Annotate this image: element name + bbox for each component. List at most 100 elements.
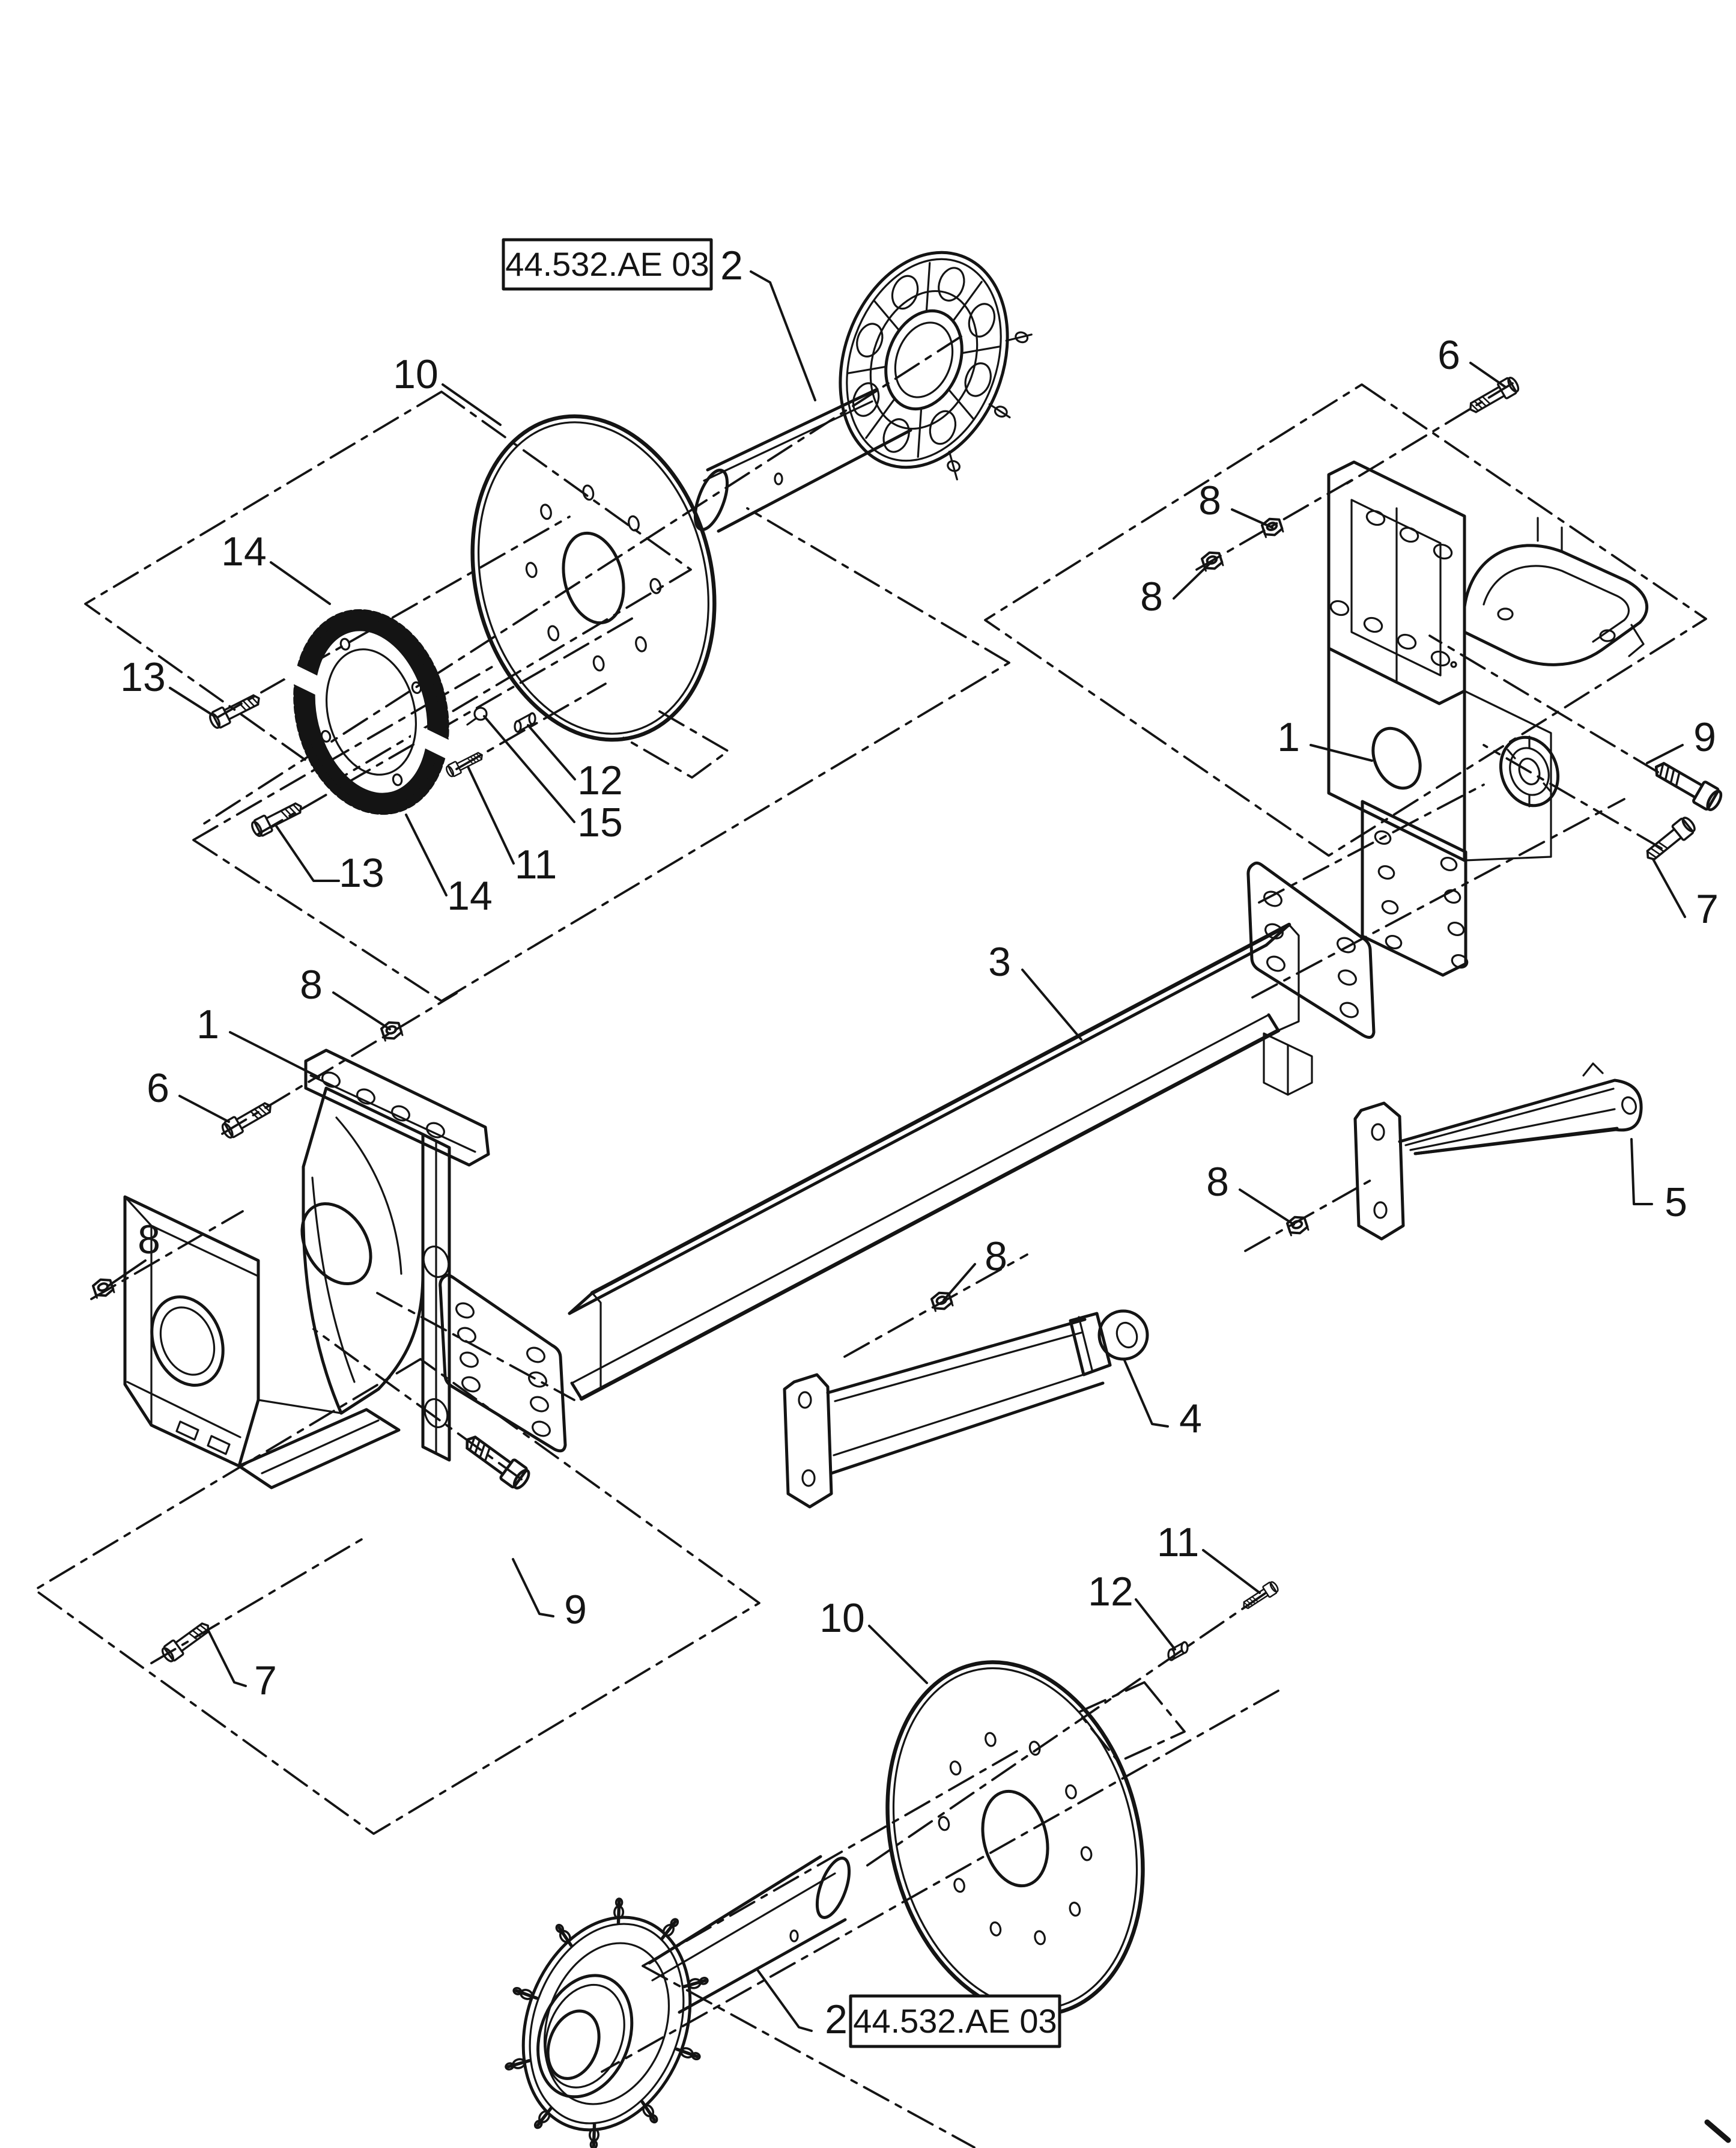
callout-14-8: 14 [405, 814, 493, 919]
callout-5-17: 5 [1630, 1138, 1687, 1225]
callout-leader [106, 1259, 147, 1288]
callout-number: 15 [577, 800, 623, 845]
callout-number: 8 [1206, 1159, 1229, 1205]
ref-box-bottom: 44.532.AE 03 [849, 1994, 1061, 2048]
callout-9-25: 9 [512, 1558, 587, 1632]
callout-8-20: 8 [300, 962, 391, 1030]
callout-number: 14 [447, 873, 493, 919]
callout-leader [942, 1263, 976, 1301]
bolt-7-right [1640, 814, 1699, 866]
bracket-right-bore [1499, 735, 1560, 808]
callout-4-19: 4 [1123, 1359, 1202, 1441]
hub-studs-top [947, 331, 1033, 481]
spindle-hub-assembly-bottom [472, 1855, 851, 2148]
callout-1-21: 1 [196, 1002, 320, 1079]
callout-number: 2 [720, 243, 743, 288]
ref-box-bottom-label: 44.532.AE 03 [853, 2002, 1057, 2040]
callout-leader [169, 687, 216, 717]
callout-leader [274, 823, 340, 882]
ref-box-top: 44.532.AE 03 [502, 238, 713, 291]
callout-leader [405, 814, 448, 896]
callout-number: 9 [1693, 714, 1716, 760]
callout-12-4: 12 [527, 724, 623, 803]
callout-number: 13 [339, 850, 384, 896]
callout-leader [1123, 1359, 1169, 1428]
pin-12-top [514, 712, 536, 733]
callout-number: 2 [825, 1997, 848, 2042]
callout-number: 11 [1157, 1520, 1200, 1565]
callout-number: 8 [1140, 574, 1163, 619]
callout-number: 8 [300, 962, 323, 1008]
callout-1-12: 1 [1277, 714, 1373, 762]
callout-6-9: 6 [1437, 332, 1507, 388]
callout-leader [1231, 508, 1273, 529]
callout-number: 13 [120, 654, 166, 700]
callout-13-3: 13 [120, 654, 216, 717]
bolt-6-left [219, 1097, 276, 1141]
callout-8-11: 8 [1140, 560, 1213, 619]
callout-leader [750, 270, 816, 401]
callout-number: 8 [138, 1217, 160, 1262]
callout-leader [1202, 1549, 1261, 1594]
callout-leader [270, 561, 331, 605]
callout-8-23: 8 [106, 1217, 160, 1288]
callout-leader [1652, 858, 1686, 918]
callout-6-22: 6 [147, 1065, 230, 1123]
callout-15-5: 15 [483, 715, 623, 845]
callout-leader [332, 991, 391, 1030]
callout-number: 10 [819, 1595, 865, 1641]
brace-front [783, 1309, 1149, 1509]
callout-leader [442, 383, 502, 426]
callout-2-29: 2 [757, 1970, 848, 2042]
callout-leader [1310, 744, 1373, 762]
callout-8-10: 8 [1198, 478, 1273, 529]
callout-leader [512, 1558, 554, 1617]
axle-beam [439, 861, 1376, 1453]
callout-number: 4 [1179, 1396, 1202, 1441]
ref-box-top-label: 44.532.AE 03 [505, 245, 709, 283]
callout-leader [229, 1031, 320, 1079]
brace-rear [1353, 1062, 1643, 1241]
callout-10-1: 10 [393, 351, 502, 426]
callout-7-24: 7 [207, 1628, 277, 1703]
callout-leader [1021, 969, 1082, 1041]
callout-number: 1 [1277, 714, 1300, 760]
callout-number: 7 [1696, 886, 1719, 932]
callout-leader [868, 1625, 928, 1684]
callout-7-14: 7 [1652, 858, 1719, 932]
brake-disc-top [470, 414, 717, 742]
callout-leader [757, 1970, 813, 2032]
callout-number: 12 [577, 758, 623, 803]
callout-number: 8 [985, 1234, 1007, 1279]
callout-9-13: 9 [1646, 714, 1716, 764]
callout-leader [483, 715, 575, 823]
bolt-9-right [1650, 756, 1724, 813]
screw-15-top [466, 707, 488, 726]
callout-number: 10 [393, 351, 439, 397]
callout-number: 14 [221, 529, 267, 574]
callout-14-2: 14 [221, 529, 331, 605]
sensor-ring-halves [282, 609, 460, 815]
callout-leader [207, 1628, 247, 1687]
nut-8-left-upper [379, 1018, 404, 1042]
spindle-hub-assembly-top [693, 251, 1033, 533]
callout-leader [1630, 1138, 1653, 1205]
beam-flange-left [439, 1273, 567, 1453]
callout-10-28: 10 [819, 1595, 928, 1684]
callout-number: 12 [1088, 1569, 1134, 1614]
bolt-13-lower [249, 797, 306, 839]
bolt-9-left [460, 1430, 532, 1491]
callout-leader [527, 724, 576, 780]
callout-number: 8 [1198, 478, 1221, 523]
callout-number: 7 [254, 1658, 277, 1703]
callout-8-16: 8 [1206, 1159, 1295, 1226]
callout-number: 3 [988, 939, 1011, 985]
callout-13-7: 13 [274, 823, 384, 896]
callout-8-18: 8 [942, 1234, 1007, 1301]
hub-studs-bottom [472, 1874, 741, 2148]
callout-12-27: 12 [1088, 1569, 1176, 1651]
callout-leader [1646, 744, 1684, 764]
callout-3-15: 3 [988, 939, 1082, 1041]
